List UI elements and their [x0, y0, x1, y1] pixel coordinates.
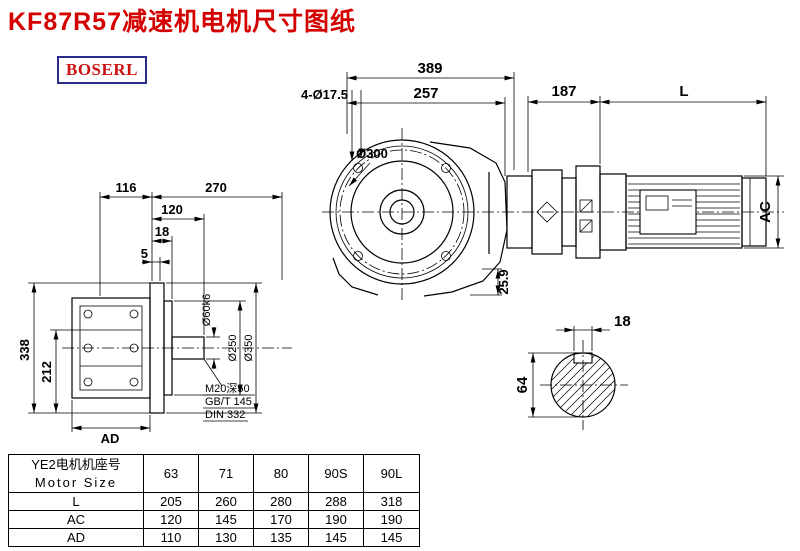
motor-size-table: YE2电机机座号 Motor Size 63 71 80 90S 90L L 2… — [8, 454, 420, 547]
table-size-90s: 90S — [308, 454, 364, 493]
cell-L-63: 205 — [143, 492, 199, 511]
dim-18-side: 18 — [155, 224, 169, 239]
dim-187: 187 — [551, 83, 576, 100]
dim-key-18: 18 — [614, 313, 631, 330]
dim-L: L — [679, 83, 688, 100]
table-size-80: 80 — [253, 454, 309, 493]
dim-120: 120 — [161, 202, 183, 217]
output-side-view: M20深50 GB/T 145 DIN 332 — [62, 282, 292, 422]
cell-L-80: 280 — [253, 492, 309, 511]
diamond-mark — [536, 201, 558, 223]
table-header-motor-size: YE2电机机座号 Motor Size — [8, 454, 144, 493]
cell-AC-71: 145 — [198, 510, 254, 529]
dim-flange-dia: Ø350 — [243, 335, 255, 362]
dim-spigot-dia: Ø250 — [227, 335, 239, 362]
brand-logo: BOSERL — [57, 56, 147, 84]
dim-257: 257 — [413, 85, 438, 102]
front-view — [322, 128, 784, 300]
cell-L-90l: 318 — [363, 492, 420, 511]
table-row: AD 110 130 135 145 145 — [8, 528, 420, 547]
dim-bolt-holes: 4-Ø17.5 — [301, 87, 348, 102]
cell-AC-90l: 190 — [363, 510, 420, 529]
dim-389: 389 — [417, 60, 442, 77]
dim-64: 64 — [514, 376, 531, 393]
cell-AC-63: 120 — [143, 510, 199, 529]
row-label-L: L — [8, 492, 144, 511]
dim-shaft-dia: Ø60k6 — [201, 294, 213, 326]
dim-25-9: 25.9 — [496, 269, 511, 294]
cell-AD-63: 110 — [143, 528, 199, 547]
note-gb: GB/T 145 — [205, 396, 252, 408]
cell-L-90s: 288 — [308, 492, 364, 511]
table-row: AC 120 145 170 190 190 — [8, 510, 420, 529]
table-size-71: 71 — [198, 454, 254, 493]
dim-AD: AD — [101, 431, 120, 446]
cell-AC-90s: 190 — [308, 510, 364, 529]
row-label-AC: AC — [8, 510, 144, 529]
motor-dimensions: 187 L AC — [527, 83, 784, 249]
output-side-dimensions: 116 270 120 18 5 338 212 — [17, 180, 283, 446]
dim-116: 116 — [116, 180, 137, 195]
dim-AC: AC — [757, 201, 774, 223]
table-size-90l: 90L — [363, 454, 420, 493]
cell-AD-90s: 145 — [308, 528, 364, 547]
dim-338: 338 — [17, 339, 32, 361]
fan-cover — [741, 177, 767, 247]
cell-AC-80: 170 — [253, 510, 309, 529]
dim-270: 270 — [205, 180, 227, 195]
dim-5: 5 — [141, 246, 148, 261]
row-label-AD: AD — [8, 528, 144, 547]
front-view-dimensions: 389 257 4-Ø17.5 Ø300 25.9 — [301, 60, 515, 296]
cell-AD-90l: 145 — [363, 528, 420, 547]
table-row: L 205 260 280 288 318 — [8, 492, 420, 511]
note-thread: M20深50 — [205, 382, 250, 395]
table-size-63: 63 — [143, 454, 199, 493]
cell-AD-71: 130 — [198, 528, 254, 547]
table-header-en: Motor Size — [34, 474, 118, 490]
dim-212: 212 — [39, 361, 54, 383]
dim-bolt-circle-dia: Ø300 — [356, 146, 388, 161]
motor-view — [506, 165, 767, 259]
cell-AD-80: 135 — [253, 528, 309, 547]
note-din: DIN 332 — [205, 409, 245, 421]
shaft-section-view: 18 64 — [514, 313, 631, 430]
page-title: KF87R57减速机电机尺寸图纸 — [8, 8, 356, 36]
table-header-cn: YE2电机机座号 — [31, 456, 121, 472]
cell-L-71: 260 — [198, 492, 254, 511]
